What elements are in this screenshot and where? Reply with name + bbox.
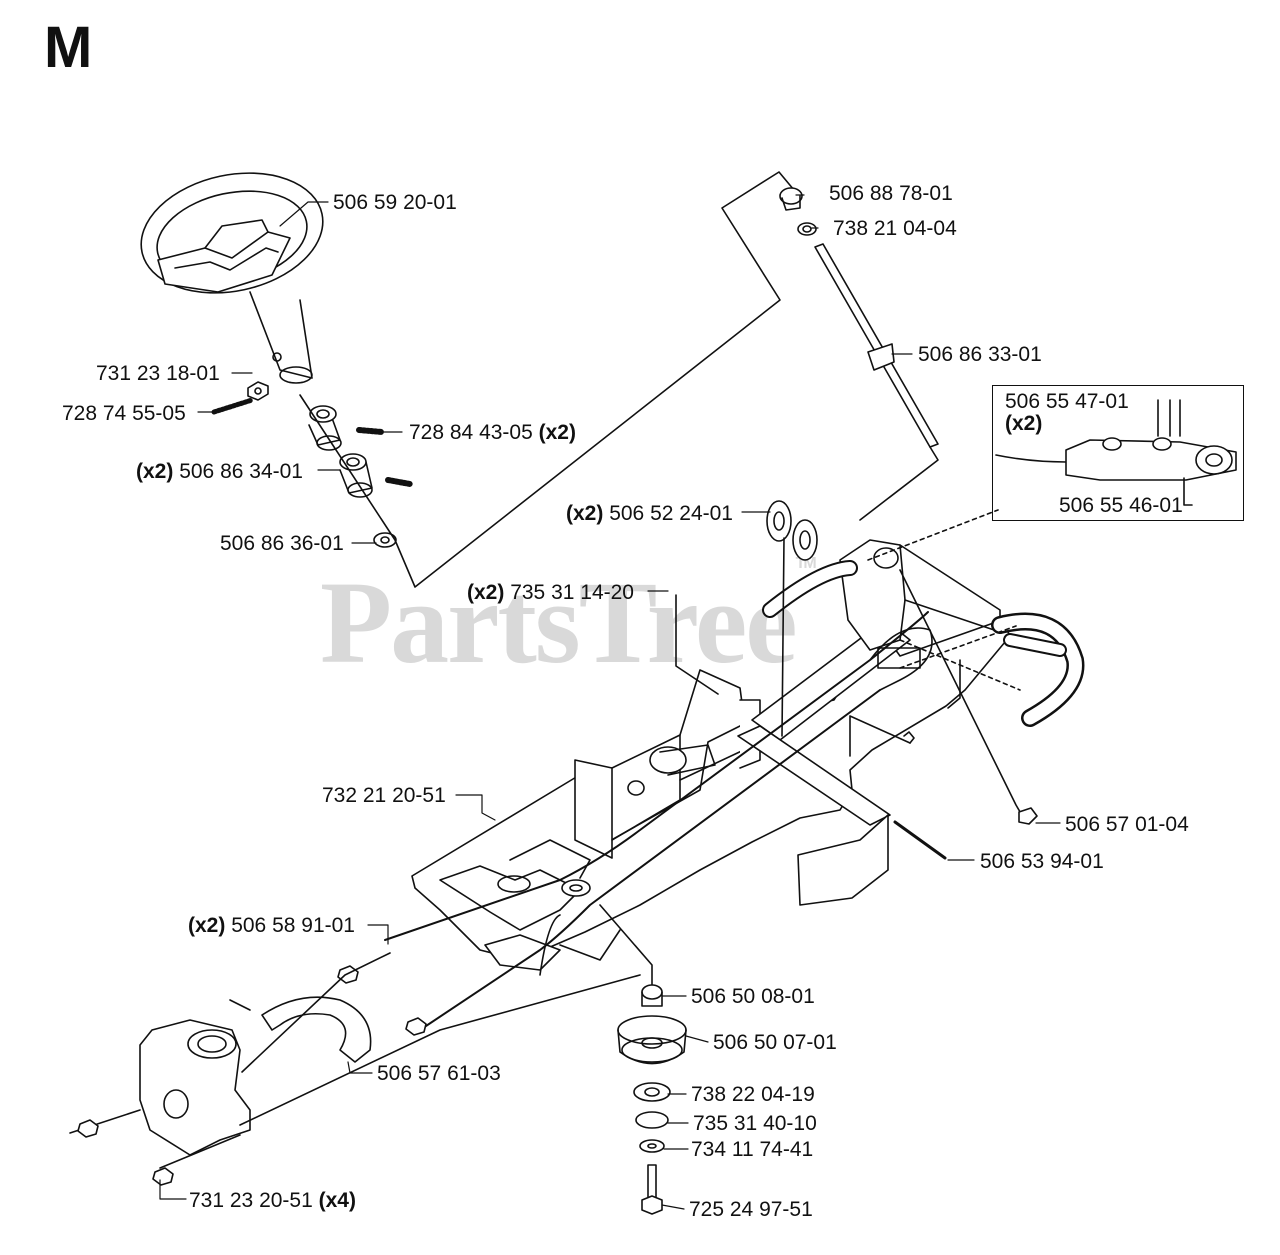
watermark-text: PartsTree xyxy=(320,557,798,688)
part-label-clip[interactable]: (x2) 735 31 14-20 xyxy=(467,582,634,603)
cable-drawing xyxy=(384,500,1038,1031)
part-number: 728 84 43-05 xyxy=(409,421,533,444)
watermark: PartsTreeTM xyxy=(320,555,817,691)
part-number: 506 50 08-01 xyxy=(691,985,815,1008)
part-qty: (x2) xyxy=(188,914,226,937)
part-number: 735 31 14-20 xyxy=(510,581,634,604)
spindle-drawing xyxy=(69,952,641,1186)
inset-drawing xyxy=(995,399,1237,506)
part-number: 725 24 97-51 xyxy=(689,1198,813,1221)
part-label-bolt-frame[interactable]: 506 57 01-04 xyxy=(1065,814,1189,835)
part-number: 506 57 61-03 xyxy=(377,1062,501,1085)
part-label-steering-shaft[interactable]: 506 86 33-01 xyxy=(918,344,1042,365)
part-qty: (x2) xyxy=(467,581,505,604)
detail-inset xyxy=(992,385,1244,521)
part-number: 506 58 91-01 xyxy=(231,914,355,937)
steering-shaft-drawing xyxy=(779,187,939,521)
part-number: 506 59 20-01 xyxy=(333,191,457,214)
part-label-bushing-top[interactable]: 506 88 78-01 xyxy=(829,183,953,204)
part-label-bolt-pulley[interactable]: 725 24 97-51 xyxy=(689,1199,813,1220)
part-number: 506 88 78-01 xyxy=(829,182,953,205)
part-number: 738 22 04-19 xyxy=(691,1083,815,1106)
part-label-washer-pulley[interactable]: 734 11 74-41 xyxy=(691,1139,813,1160)
part-number: 506 53 94-01 xyxy=(980,850,1104,873)
part-number: 506 50 07-01 xyxy=(713,1031,837,1054)
leader-lines xyxy=(159,194,1061,1210)
part-label-link-plate[interactable]: 506 55 47-01 xyxy=(1005,391,1129,412)
part-label-pivot-rod[interactable]: 506 53 94-01 xyxy=(980,851,1104,872)
pulley-stack-drawing xyxy=(599,904,687,1215)
part-number: 731 23 18-01 xyxy=(96,362,220,385)
part-number: 734 11 74-41 xyxy=(691,1138,814,1161)
frame-drawing xyxy=(411,539,1085,971)
part-qty: (x2) xyxy=(136,460,174,483)
part-number: 735 31 40-10 xyxy=(693,1112,817,1135)
section-letter: M xyxy=(44,15,94,80)
part-qty: (x4) xyxy=(318,1189,356,1212)
part-label-cable[interactable]: (x2) 506 58 91-01 xyxy=(188,915,355,936)
part-number: 506 86 34-01 xyxy=(179,460,303,483)
part-number: 506 57 01-04 xyxy=(1065,813,1189,836)
part-number: 506 86 36-01 xyxy=(220,532,344,555)
part-qty: (x2) xyxy=(566,502,604,525)
part-label-bushing-pulley[interactable]: 506 50 08-01 xyxy=(691,986,815,1007)
part-label-pulley-large[interactable]: 506 50 07-01 xyxy=(713,1032,837,1053)
part-number: 728 74 55-05 xyxy=(62,402,186,425)
part-label-washer-steering[interactable]: 506 86 36-01 xyxy=(220,533,344,554)
part-label-steering-wheel[interactable]: 506 59 20-01 xyxy=(333,192,457,213)
part-label-bolt-top[interactable]: 728 74 55-05 xyxy=(62,403,186,424)
part-number: 506 55 46-01 xyxy=(1059,494,1183,517)
part-label-strap[interactable]: 506 57 61-03 xyxy=(377,1063,501,1084)
part-label-nut-frame[interactable]: 732 21 20-51 xyxy=(322,785,446,806)
part-qty: (x2) xyxy=(1005,412,1043,435)
part-label-retaining-ring[interactable]: 735 31 40-10 xyxy=(693,1113,817,1134)
part-qty: (x2) xyxy=(538,421,576,444)
part-number: 506 55 47-01 xyxy=(1005,390,1129,413)
part-number: 732 21 20-51 xyxy=(322,784,446,807)
part-label-collar[interactable]: (x2) 506 86 34-01 xyxy=(136,461,303,482)
part-number: 738 21 04-04 xyxy=(833,217,957,240)
part-qty-link-plate: (x2) xyxy=(1005,413,1042,434)
part-label-nut-bottom[interactable]: 731 23 20-51 (x4) xyxy=(189,1190,356,1211)
part-label-pulley-small[interactable]: (x2) 506 52 24-01 xyxy=(566,503,733,524)
part-label-bearing-pulley[interactable]: 738 22 04-19 xyxy=(691,1084,815,1105)
part-label-nut-top[interactable]: 731 23 18-01 xyxy=(96,363,220,384)
part-number: 506 86 33-01 xyxy=(918,343,1042,366)
part-label-link-pin[interactable]: 506 55 46-01 xyxy=(1059,495,1183,516)
part-number: 506 52 24-01 xyxy=(609,502,733,525)
steering-wheel-drawing xyxy=(140,171,800,588)
part-label-bearing-top[interactable]: 738 21 04-04 xyxy=(833,218,957,239)
part-label-set-screw[interactable]: 728 84 43-05 (x2) xyxy=(409,422,576,443)
part-number: 731 23 20-51 xyxy=(189,1189,313,1212)
